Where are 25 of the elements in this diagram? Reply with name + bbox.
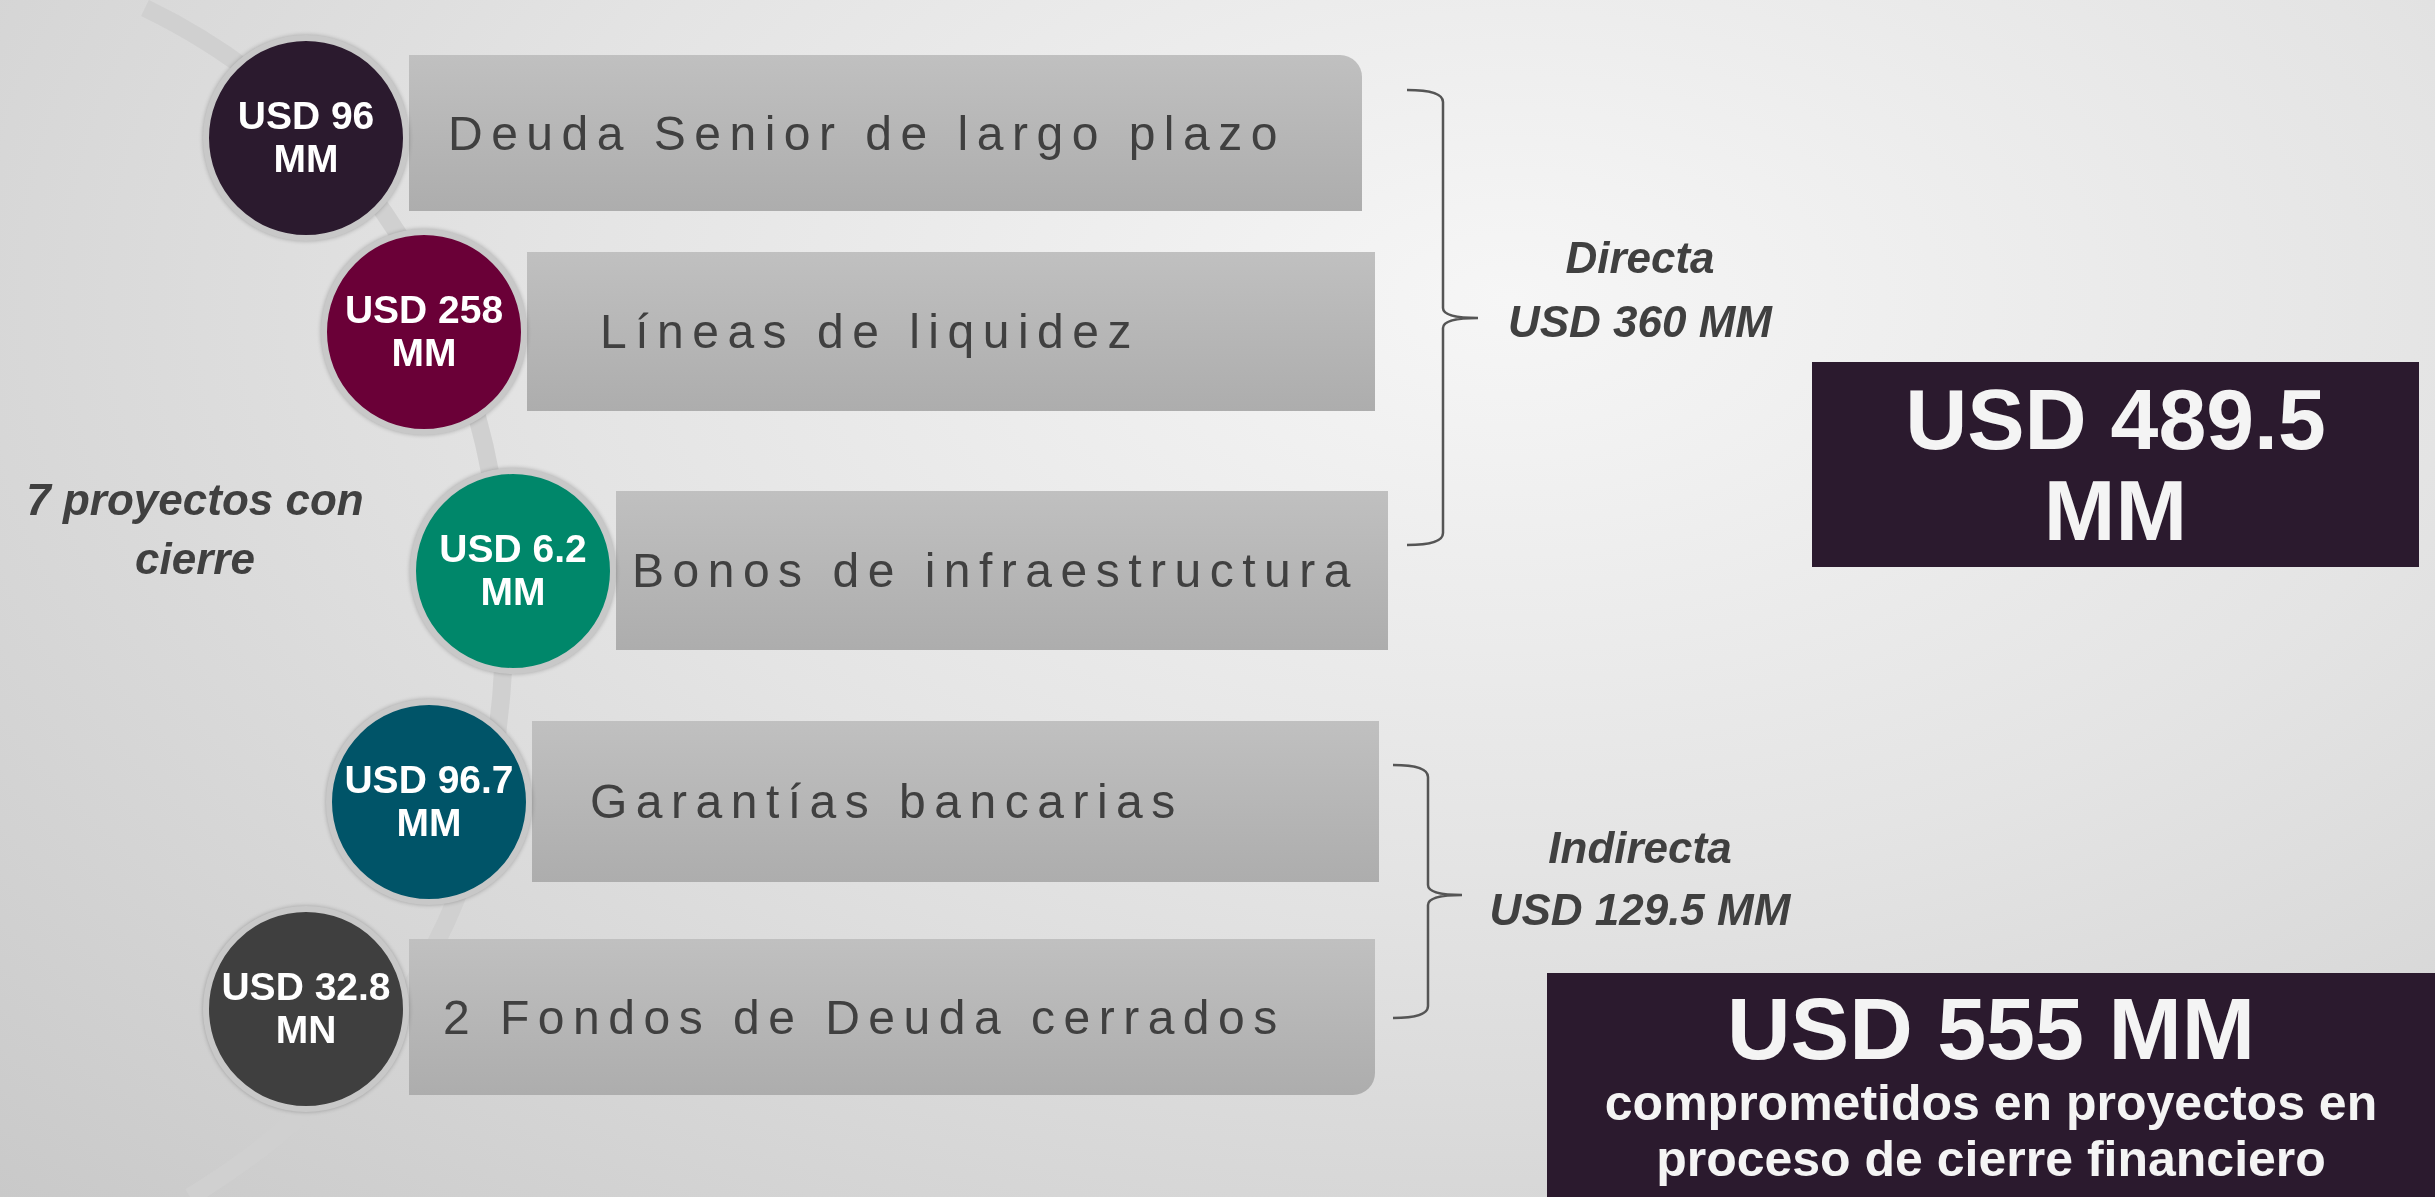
total-amount: USD 489.5 MM bbox=[1904, 374, 2327, 555]
category-bar bbox=[532, 721, 1379, 882]
group-label: Directa bbox=[1564, 232, 1716, 284]
side-note: 7 proyectos con cierre bbox=[25, 474, 365, 586]
total-description: comprometidos en proyectos en proceso de cierre financiero bbox=[1603, 1075, 2379, 1188]
category-text: 2 Fondos de Deuda cerrados bbox=[443, 989, 1286, 1045]
total-panel bbox=[1547, 973, 2435, 1197]
category-bar bbox=[616, 491, 1388, 650]
category-text: Bonos de infraestructura bbox=[632, 543, 1359, 598]
amount-text: USD 96 MM bbox=[236, 95, 376, 181]
amount-text: USD 32.8 MN bbox=[220, 966, 392, 1052]
amount-text: USD 96.7 MM bbox=[343, 759, 515, 845]
group-amount: USD 129.5 MM bbox=[1488, 884, 1792, 936]
group-amount: USD 360 MM bbox=[1506, 296, 1774, 348]
category-bar bbox=[409, 939, 1375, 1095]
category-bar bbox=[409, 55, 1362, 211]
category-bar bbox=[527, 252, 1375, 411]
category-text: Líneas de liquidez bbox=[600, 304, 1140, 359]
total-amount: USD 555 MM bbox=[1726, 982, 2256, 1076]
amount-text: USD 6.2 MM bbox=[438, 528, 588, 614]
amount-text: USD 258 MM bbox=[343, 289, 505, 375]
category-text: Garantías bancarias bbox=[590, 774, 1184, 829]
category-text: Deuda Senior de largo plazo bbox=[448, 105, 1286, 161]
total-panel bbox=[1812, 362, 2419, 567]
group-label: Indirecta bbox=[1547, 822, 1733, 874]
